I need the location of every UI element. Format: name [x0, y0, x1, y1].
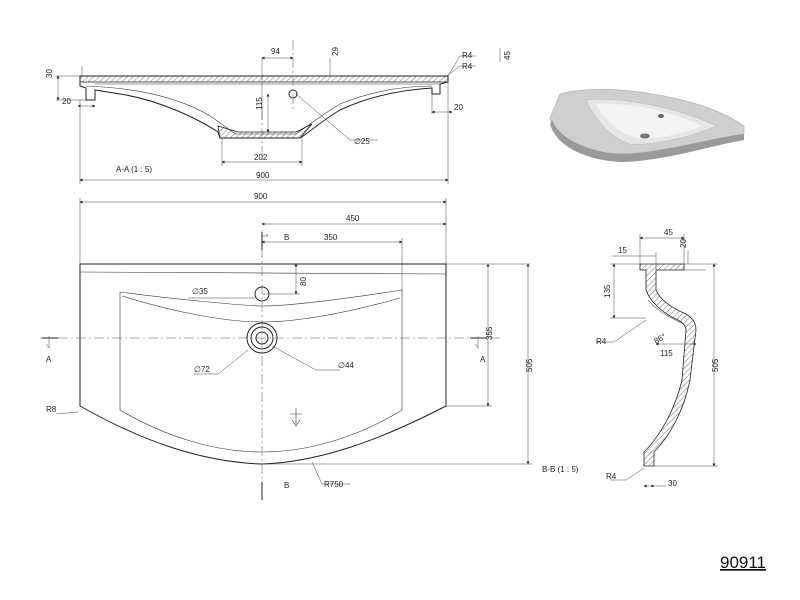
plan-dim-dia35: ∅35 — [192, 287, 208, 296]
plan-section-a-right: A — [480, 355, 486, 364]
plan-dim-355: 355 — [485, 326, 494, 340]
bb-dim-135: 135 — [603, 284, 612, 298]
bb-dim-15: 15 — [618, 246, 627, 255]
drawing-number: 90911 — [720, 553, 766, 572]
bb-section-label: B-B (1 : 5) — [542, 465, 579, 474]
bb-dim-r4-top: R4 — [596, 337, 607, 346]
bb-dim-20: 20 — [679, 239, 688, 248]
aa-dim-202: 202 — [254, 153, 268, 162]
aa-dim-29: 29 — [331, 47, 340, 56]
plan-section-b-bottom: B — [284, 481, 289, 490]
plan-dim-80: 80 — [299, 277, 308, 286]
plan-dim-505: 505 — [525, 358, 534, 372]
aa-dim-30: 30 — [45, 69, 54, 78]
bb-dim-r4-bottom: R4 — [606, 472, 617, 481]
plan-dim-350: 350 — [324, 233, 338, 242]
bb-dim-30: 30 — [668, 479, 677, 488]
basin-3d-preview — [549, 89, 745, 162]
aa-dim-900: 900 — [256, 171, 270, 180]
plan-dim-900: 900 — [254, 192, 268, 201]
aa-dim-115: 115 — [255, 97, 264, 110]
aa-dim-45: 45 — [503, 51, 512, 60]
plan-dim-r8: R8 — [46, 405, 57, 414]
aa-dim-20-left: 20 — [62, 97, 71, 106]
bb-dim-86deg: 86° — [653, 332, 668, 346]
aa-section-label: A-A (1 : 5) — [116, 165, 152, 174]
section-aa-view: 94 29 R4 R4 45 30 20 115 20 ∅25 202 A-A … — [45, 40, 512, 184]
aa-dim-20-right: 20 — [454, 103, 463, 112]
bb-dim-115: 115 — [660, 349, 673, 358]
plan-dim-450: 450 — [346, 214, 360, 223]
aa-dim-r4-b: R4 — [462, 62, 473, 71]
section-bb-view: 45 15 20 135 R4 86° 115 505 B-B (1 : 5) … — [542, 228, 720, 488]
plan-section-a-left: A — [46, 355, 52, 364]
aa-dim-94: 94 — [271, 47, 280, 56]
plan-dim-dia44: ∅44 — [338, 361, 354, 370]
plan-dim-dia72: ∅72 — [194, 365, 210, 374]
aa-dim-r4-a: R4 — [462, 51, 473, 60]
bb-dim-45: 45 — [664, 228, 673, 237]
plan-dim-r750: R750 — [324, 480, 344, 489]
aa-dim-dia25: ∅25 — [354, 137, 370, 146]
plan-view: 900 450 B 350 ∅35 80 A A 355 ∅72 ∅44 R8 … — [40, 192, 534, 500]
bb-dim-505: 505 — [711, 358, 720, 372]
plan-section-b-top: B — [284, 233, 289, 242]
